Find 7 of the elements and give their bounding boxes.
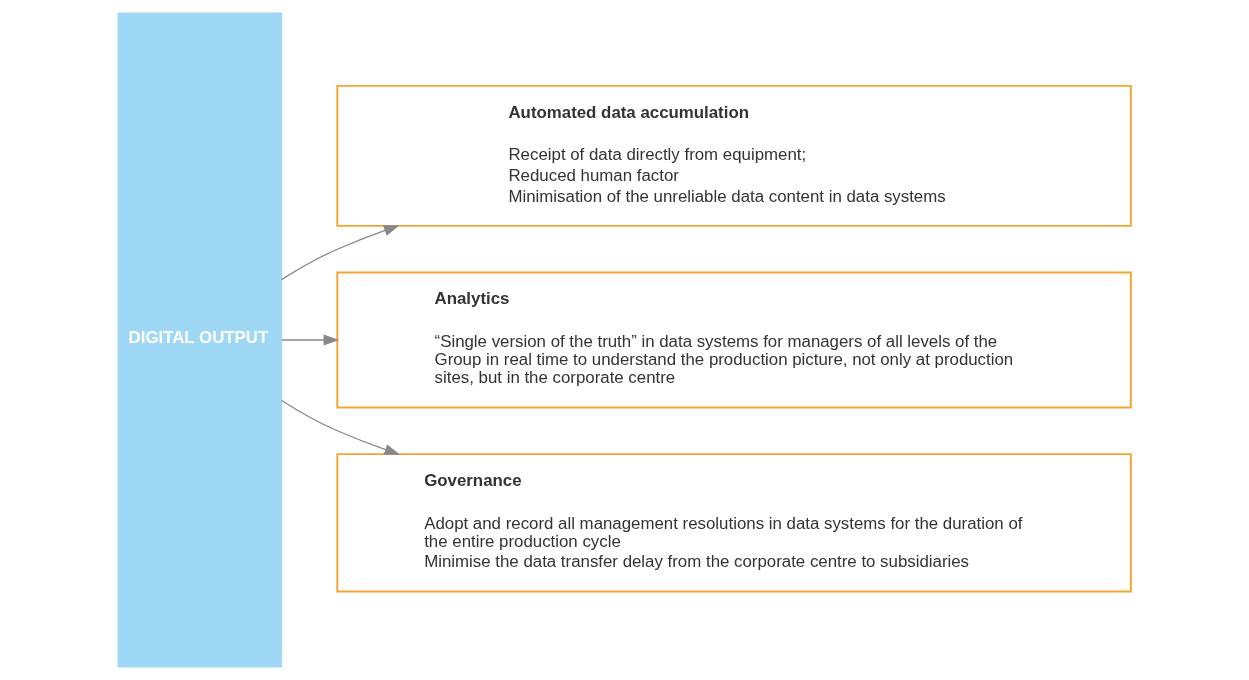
node-box: Automated data accumulation Receipt of data directly from equipment; Reduced human factor Minimisation of the unreliable data content in data systems [336, 84, 1132, 227]
arrow [281, 334, 340, 346]
node-box: Analytics “Single version of the truth” in data systems for managers of all levels of the Group in real time to understand the production picture, not only at production sites, but in the corporate centre [336, 271, 1132, 409]
arrow [280, 399, 401, 455]
arrow [280, 225, 400, 281]
node-box: DIGITAL OUTPUT [117, 12, 283, 668]
node-box: Governance Adopt and record all management resolutions in data systems for the duration of the entire production cycle Minimise the data transfer delay from the corporate centre to subsidiaries [336, 453, 1132, 593]
